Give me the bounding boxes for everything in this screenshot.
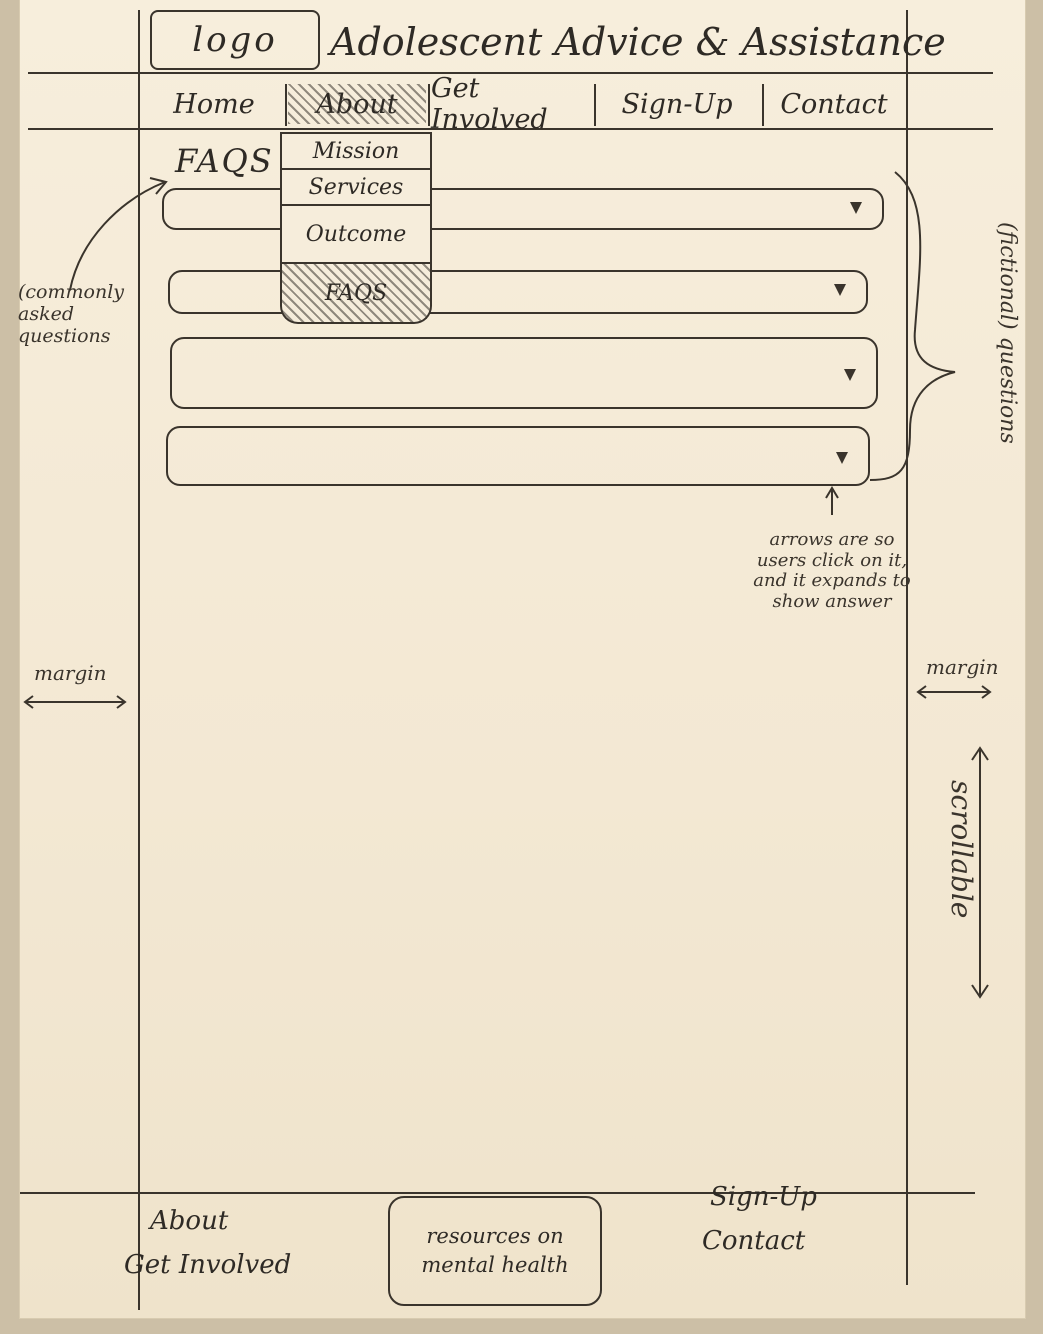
faq-question[interactable] [168, 270, 868, 314]
faq-question[interactable] [170, 337, 878, 409]
nav-get-involved[interactable]: Get Involved [431, 73, 548, 135]
resources-line-1: resources on [426, 1223, 564, 1248]
footer-divider [20, 1192, 975, 1194]
footer-link-get-involved[interactable]: Get Involved [124, 1250, 292, 1280]
annotation-fictional-questions: (fictional) questions [995, 222, 1020, 444]
faq-question[interactable] [162, 188, 884, 230]
nav-about[interactable]: About [288, 84, 426, 124]
page-title: FAQS [175, 142, 274, 180]
triangle-down-icon[interactable] [834, 284, 846, 296]
footer-link-about[interactable]: About [150, 1206, 229, 1236]
nav-divider [28, 128, 993, 130]
nav-separator [762, 84, 764, 126]
about-dropdown-menu: Mission Services Outcome FAQS [280, 132, 432, 324]
faq-question[interactable] [166, 426, 870, 486]
right-margin-line [906, 10, 908, 1285]
site-title: Adolescent Advice & Assistance [330, 20, 946, 64]
dropdown-item-services[interactable]: Services [282, 168, 430, 204]
nav-separator [594, 84, 596, 126]
nav-contact[interactable]: Contact [780, 88, 888, 120]
nav-separator [285, 84, 287, 126]
header-divider [28, 72, 993, 74]
resources-line-2: mental health [421, 1253, 569, 1277]
footer-link-sign-up[interactable]: Sign-Up [710, 1182, 817, 1212]
sketch-paper [20, 0, 1025, 1318]
dropdown-item-outcome[interactable]: Outcome [282, 204, 430, 262]
logo[interactable]: logo [150, 10, 320, 70]
annotation-commonly-asked: (commonly asked questions [18, 281, 125, 347]
triangle-down-icon[interactable] [836, 452, 848, 464]
footer-link-contact[interactable]: Contact [702, 1226, 806, 1256]
triangle-down-icon[interactable] [844, 369, 856, 381]
nav-sign-up[interactable]: Sign-Up [621, 88, 733, 120]
resources-box[interactable]: resources on mental health [388, 1196, 602, 1306]
annotation-margin-left: margin [34, 661, 107, 685]
annotation-scrollable: scrollable [945, 780, 978, 919]
triangle-down-icon[interactable] [850, 202, 862, 214]
annotation-margin-right: margin [926, 655, 999, 679]
nav-home[interactable]: Home [173, 88, 255, 120]
annotation-arrows: arrows are so users click on it, and it … [753, 529, 911, 613]
nav-separator [428, 84, 430, 126]
dropdown-item-mission[interactable]: Mission [282, 132, 430, 168]
dropdown-item-faqs[interactable]: FAQS [282, 262, 430, 322]
left-margin-line [138, 10, 140, 1310]
